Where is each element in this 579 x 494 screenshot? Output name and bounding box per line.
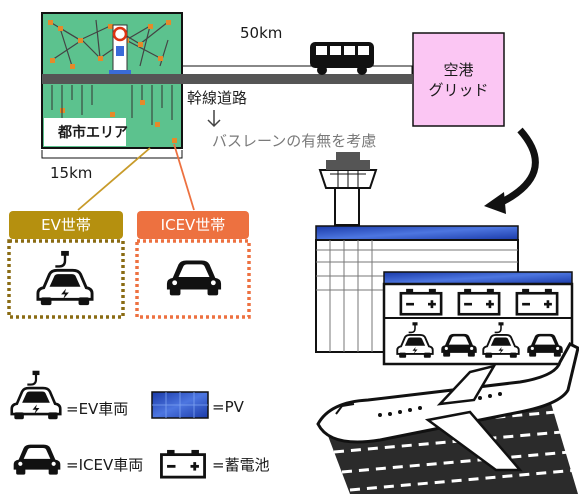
- city-label-box: [44, 118, 126, 146]
- icev-household: [135, 211, 251, 319]
- down-arrow-icon: [207, 110, 221, 128]
- battery-icon-1: [399, 288, 443, 316]
- trunk-distance-label: 50km: [240, 24, 283, 42]
- ev-household-label: EV世帯: [41, 216, 91, 234]
- trunk-road-label: 幹線道路: [187, 89, 248, 107]
- legend-pv-label: =PV: [212, 398, 244, 416]
- legend-icev-label: =ICEV車両: [66, 456, 144, 474]
- terminal-building: [315, 225, 574, 366]
- airplane-icon: [316, 342, 579, 472]
- trunk-road: [42, 74, 412, 84]
- city-width-marker: [41, 150, 183, 159]
- city-area-label: 都市エリア: [58, 125, 128, 141]
- ev-car-icon: [36, 250, 94, 306]
- bus-lane-note: バスレーンの有無を考慮: [212, 132, 377, 150]
- icev-household-label: ICEV世帯: [160, 216, 226, 234]
- airport-grid-box: [412, 32, 505, 127]
- airport-grid-label-line2: グリッド: [428, 81, 489, 99]
- airport-grid-label: 空港 グリッド: [413, 60, 504, 100]
- battery-icon-2: [457, 288, 501, 316]
- icev-car-icon: [166, 260, 222, 296]
- curved-arrow-icon: [494, 127, 539, 209]
- legend-ev-label: =EV車両: [66, 400, 129, 418]
- ev-household: [7, 211, 125, 319]
- bus-icon: [310, 42, 374, 75]
- garage-pv-roof: [383, 271, 573, 285]
- legend-battery-label: =蓄電池: [212, 456, 270, 474]
- legend-icev-car-icon: [13, 444, 61, 475]
- battery-icon-3: [515, 288, 559, 316]
- legend-battery-icon: [159, 449, 207, 479]
- city-distance-label: 15km: [50, 164, 93, 182]
- trunk-distance-marker: [181, 65, 413, 74]
- control-tower-icon: [318, 152, 378, 226]
- airport-grid-label-line1: 空港: [443, 61, 474, 79]
- terminal-pv-roof: [315, 225, 519, 241]
- legend-ev-car-icon: [10, 370, 62, 420]
